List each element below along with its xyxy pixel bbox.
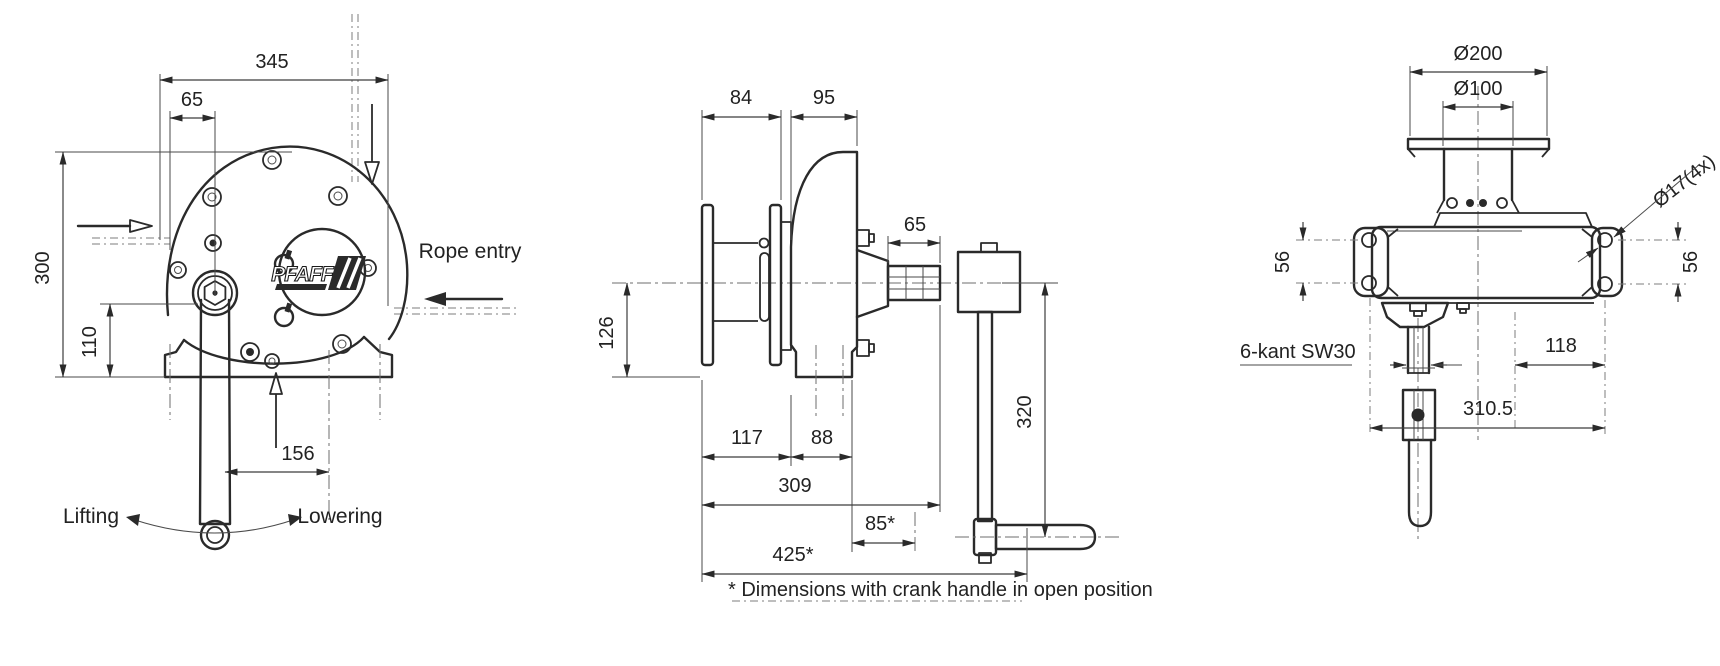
dim-88: 88 xyxy=(790,380,853,552)
rotation-direction-arrow-icon xyxy=(126,514,302,534)
bolt-icon xyxy=(202,187,222,207)
svg-text:Ø17(4x): Ø17(4x) xyxy=(1649,150,1719,212)
rope-clip-icon xyxy=(273,302,295,328)
svg-text:118: 118 xyxy=(1545,335,1577,357)
drive-shaft-side xyxy=(855,248,942,319)
rope-drum-top xyxy=(1406,137,1593,228)
lifting-label: Lifting xyxy=(63,505,119,528)
winch-body xyxy=(55,145,409,420)
svg-text:88: 88 xyxy=(811,427,833,449)
bolt-icon xyxy=(204,234,222,252)
lowering-label: Lowering xyxy=(297,505,382,528)
dim-56-left: 56 xyxy=(1272,222,1358,301)
svg-text:56: 56 xyxy=(1272,251,1294,273)
mount-hole-icon xyxy=(1597,232,1613,248)
rope-clip-icon xyxy=(273,249,295,275)
rope-entry-label: Rope entry xyxy=(419,240,522,263)
bolt-icon xyxy=(1409,302,1427,317)
dim-65-front: 65 xyxy=(169,89,216,296)
svg-text:156: 156 xyxy=(281,443,314,465)
rope-right-arrow-icon xyxy=(76,219,153,233)
bolt-icon xyxy=(332,334,352,354)
hex-shaft-top xyxy=(1402,325,1435,375)
mount-hole-icon xyxy=(1597,276,1613,292)
bolt-icon xyxy=(264,353,280,369)
svg-text:110: 110 xyxy=(79,326,101,358)
dim-118: 118 xyxy=(1514,300,1606,436)
svg-text:425*: 425* xyxy=(772,544,813,566)
mount-hole-icon xyxy=(1361,232,1377,248)
crank-handle-open xyxy=(955,242,1120,564)
svg-text:Ø100: Ø100 xyxy=(1454,78,1503,100)
rope-exit-arrow-icon xyxy=(269,372,283,448)
svg-text:117: 117 xyxy=(731,427,763,449)
bolt-icon xyxy=(328,186,348,206)
dim-345: 345 xyxy=(159,51,389,306)
svg-text:56: 56 xyxy=(1680,251,1702,273)
brand-logo-text: PFAFF xyxy=(271,263,335,286)
svg-text:300: 300 xyxy=(32,251,54,284)
rope-drum-side xyxy=(700,203,792,367)
dim-65-side: 65 xyxy=(887,214,941,263)
mount-hole-icon xyxy=(1361,275,1377,291)
bolt-icon xyxy=(1456,302,1470,314)
dim-309: 309 xyxy=(701,305,941,512)
dim-126: 126 xyxy=(596,282,700,378)
rope-entry-arrow-icon xyxy=(424,292,504,306)
dim-310-5: 310.5 xyxy=(1369,298,1606,436)
gear-housing-side xyxy=(789,150,875,420)
dim-425: 425* xyxy=(701,528,1028,582)
dim-156: 156 xyxy=(224,350,330,520)
footnote: * Dimensions with crank handle in open p… xyxy=(728,579,1153,602)
svg-text:85*: 85* xyxy=(865,513,895,535)
bolt-icon xyxy=(240,342,260,362)
rope-down-arrow-icon xyxy=(364,104,380,185)
svg-text:345: 345 xyxy=(255,51,288,73)
svg-text:320: 320 xyxy=(1014,395,1036,428)
rope-line-top xyxy=(351,14,359,182)
dim-84: 84 xyxy=(701,87,782,200)
gear-housing-top xyxy=(1352,225,1624,304)
brand-logo: PFAFF xyxy=(271,227,367,317)
svg-text:84: 84 xyxy=(730,87,752,109)
svg-text:65: 65 xyxy=(904,214,926,236)
rope-line-left xyxy=(92,237,170,245)
side-view: 84 95 65 126 117 xyxy=(596,87,1120,582)
dim-110: 110 xyxy=(79,303,198,378)
svg-text:126: 126 xyxy=(596,316,618,349)
hex-drive-label: 6-kant SW30 xyxy=(1240,341,1462,369)
front-view: Rope entry xyxy=(32,14,522,551)
crank-handle-top xyxy=(1401,388,1437,528)
svg-text:95: 95 xyxy=(813,87,835,109)
svg-text:Ø200: Ø200 xyxy=(1454,43,1503,65)
dim-56-right: 56 xyxy=(1618,222,1702,302)
dim-300: 300 xyxy=(32,151,292,378)
footnote-text: * Dimensions with crank handle in open p… xyxy=(728,579,1153,601)
dim-95: 95 xyxy=(790,87,858,240)
housing-bolt-icon xyxy=(856,229,875,247)
ratchet-housing-top xyxy=(1380,301,1470,329)
dim-100: Ø100 xyxy=(1442,78,1514,146)
svg-text:310.5: 310.5 xyxy=(1463,398,1513,420)
crank-arm xyxy=(198,298,232,551)
bolt-icon xyxy=(169,261,187,279)
top-view: Ø200 Ø100 Ø17(4x) 56 56 xyxy=(1240,43,1720,540)
dim-320: 320 xyxy=(1002,282,1058,538)
svg-text:65: 65 xyxy=(181,89,203,111)
dim-85: 85* xyxy=(851,512,916,552)
dim-200: Ø200 xyxy=(1409,43,1548,136)
rope-line-right xyxy=(394,307,520,315)
housing-bolt-icon xyxy=(856,339,875,357)
svg-text:309: 309 xyxy=(778,475,811,497)
bolt-icon xyxy=(262,150,282,170)
svg-text:6-kant SW30: 6-kant SW30 xyxy=(1240,341,1356,363)
